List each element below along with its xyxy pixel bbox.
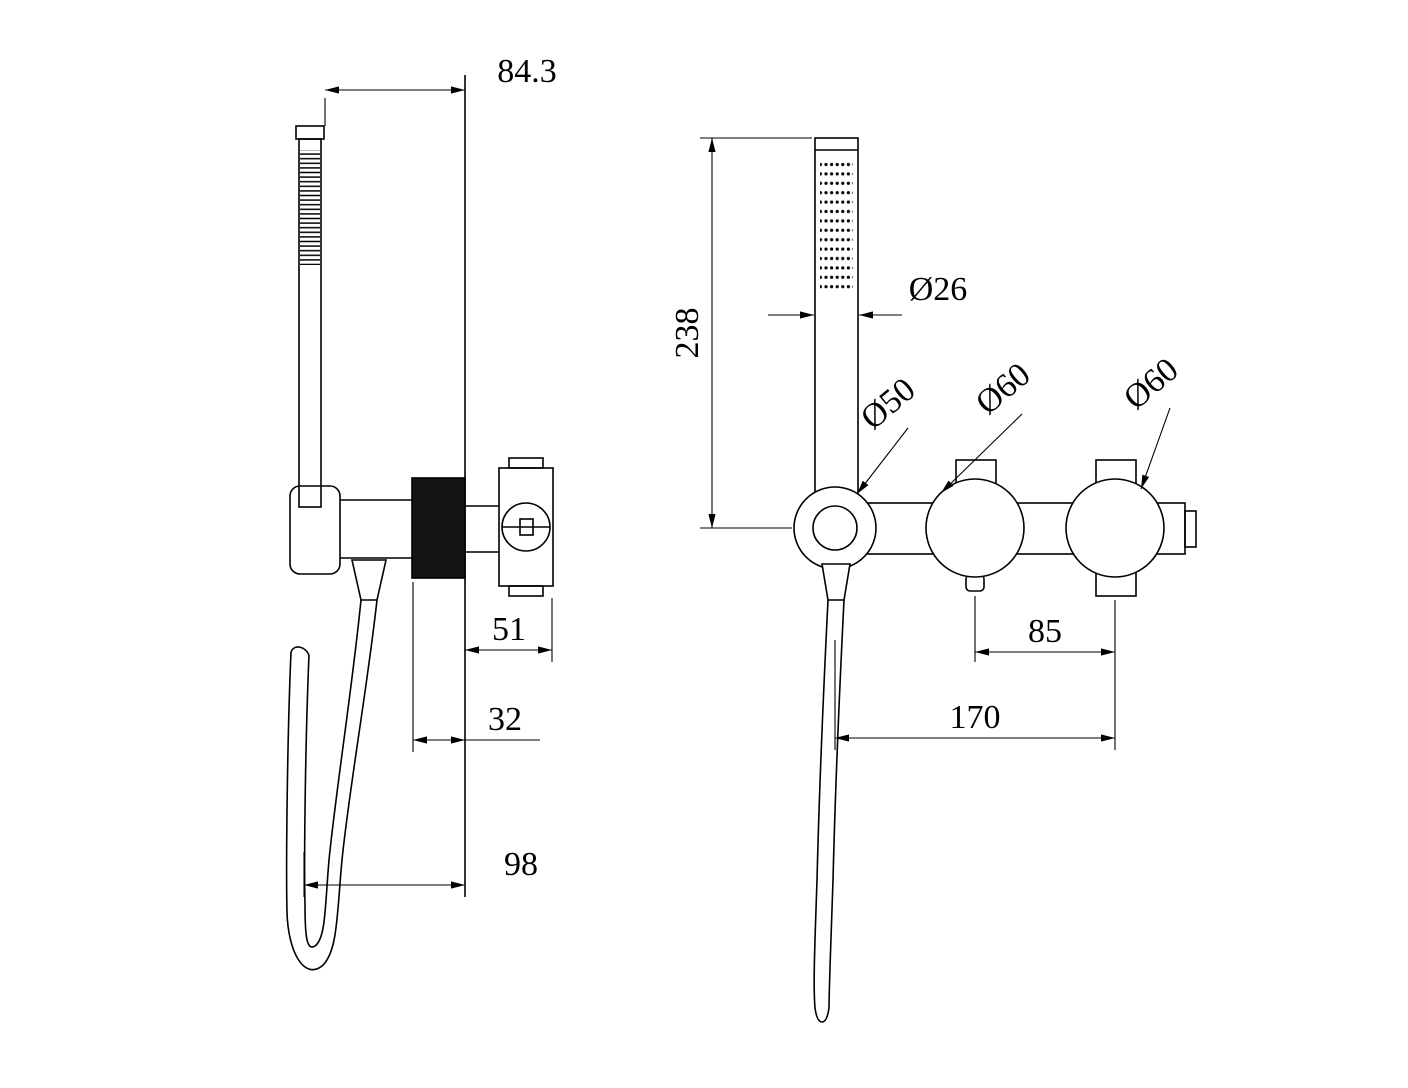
holder-outer-circle [793,486,877,570]
dim-top-offset-label: 84.3 [497,53,557,90]
dim-knob2-diameter-label: Ø60 [1117,351,1186,417]
dim-handset-diameter: Ø26 [768,271,968,319]
knob1-circle [925,478,1025,578]
hand-shower-side [295,125,325,508]
dim-knob-spacing: 85 [974,596,1116,662]
hand-shower-front [814,137,859,499]
dim-holder-diameter-label: Ø50 [854,371,923,437]
dim-hose-offset-label: 98 [504,846,538,883]
valve-body-side [498,457,554,597]
holder-inner-circle [812,505,858,551]
dim-hose-offset: 98 [303,846,538,897]
holder-bracket-side [289,477,499,579]
dim-valve-depth: 51 [465,598,553,662]
dim-knob2-diameter: Ø60 [1117,351,1186,490]
knob2-circle [1065,478,1165,578]
hose-front [813,563,851,1023]
dim-handset-height: 238 [669,137,812,529]
dim-knurl-offset-label: 32 [488,701,522,738]
dim-top-offset: 84.3 [324,53,557,126]
dim-overall-width-label: 170 [950,699,1001,736]
front-view: 238 Ø26 Ø50 Ø60 Ø60 85 [669,137,1197,1023]
dim-overall-width: 170 [834,640,1116,750]
dim-knob-spacing-label: 85 [1028,613,1062,650]
mixer-knobs-front [793,478,1165,578]
dim-handset-diameter-label: Ø26 [909,271,968,308]
dim-holder-diameter: Ø50 [854,371,923,495]
dim-knurl-offset: 32 [412,582,540,752]
dim-valve-depth-label: 51 [492,611,526,648]
hose-side [285,559,387,971]
left-view: 84.3 51 32 98 [285,53,557,971]
dim-knob1-diameter-label: Ø60 [969,356,1038,422]
dim-handset-height-label: 238 [669,308,706,359]
